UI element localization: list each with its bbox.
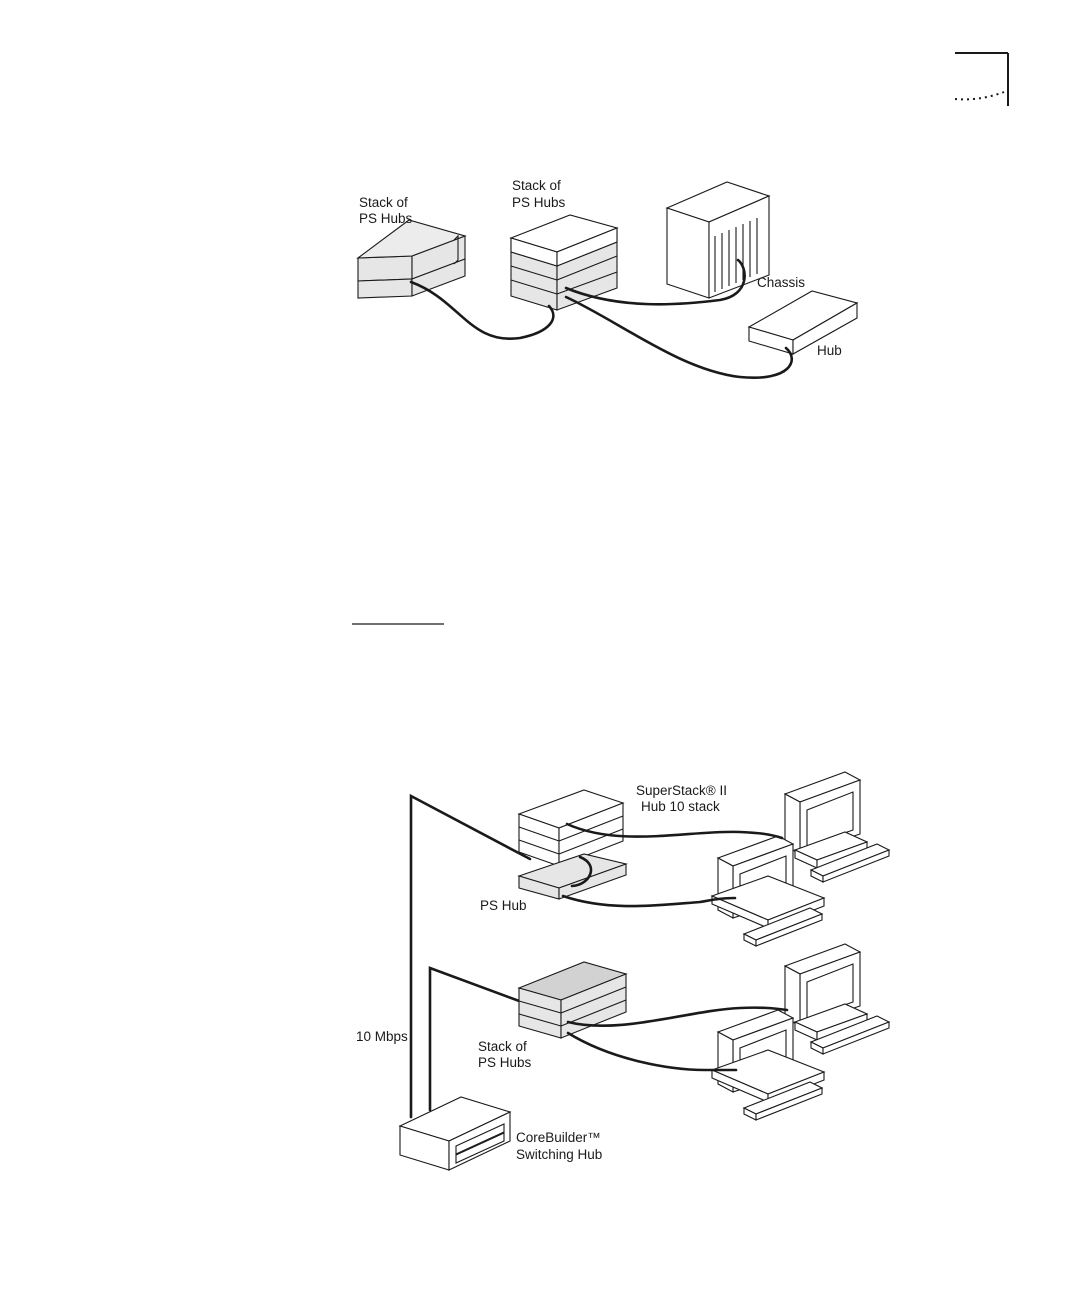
label-right-stack-line2: PS Hubs: [512, 195, 566, 210]
label-ps-hub: PS Hub: [480, 898, 527, 913]
ps-hub-device: [519, 854, 626, 899]
label-corebuilder-line1: CoreBuilder™: [516, 1130, 601, 1145]
label-corebuilder-line2: Switching Hub: [516, 1147, 602, 1162]
label-stack-line2: PS Hubs: [478, 1055, 532, 1070]
cable-ps-hub-to-computer-2: [563, 896, 735, 906]
label-left-stack-line1: Stack of: [359, 195, 408, 210]
superstack-hub-stack: [519, 790, 623, 866]
page-corner-mark: [955, 53, 1008, 106]
corebuilder-switching-hub: [400, 1097, 510, 1170]
computer-1: [785, 772, 889, 882]
figure-2-network: SuperStack® II Hub 10 stack PS Hub Stack…: [356, 772, 889, 1170]
label-superstack-line1: SuperStack® II: [636, 783, 727, 798]
label-right-stack-line1: Stack of: [512, 178, 561, 193]
figure-1-network: Stack of PS Hubs Stack of PS Hubs Chassi…: [358, 178, 857, 378]
label-stack-line1: Stack of: [478, 1039, 527, 1054]
label-speed: 10 Mbps: [356, 1029, 408, 1044]
right-ps-hub-stack: [511, 215, 617, 310]
left-ps-hub-stack: [358, 220, 465, 298]
chassis-device: [667, 182, 769, 298]
label-left-stack-line2: PS Hubs: [359, 211, 413, 226]
cable-stack-to-computer-4: [568, 1033, 736, 1070]
label-hub: Hub: [817, 343, 842, 358]
computer-3: [785, 944, 889, 1054]
label-superstack-line2: Hub 10 stack: [641, 799, 720, 814]
label-chassis: Chassis: [757, 275, 805, 290]
